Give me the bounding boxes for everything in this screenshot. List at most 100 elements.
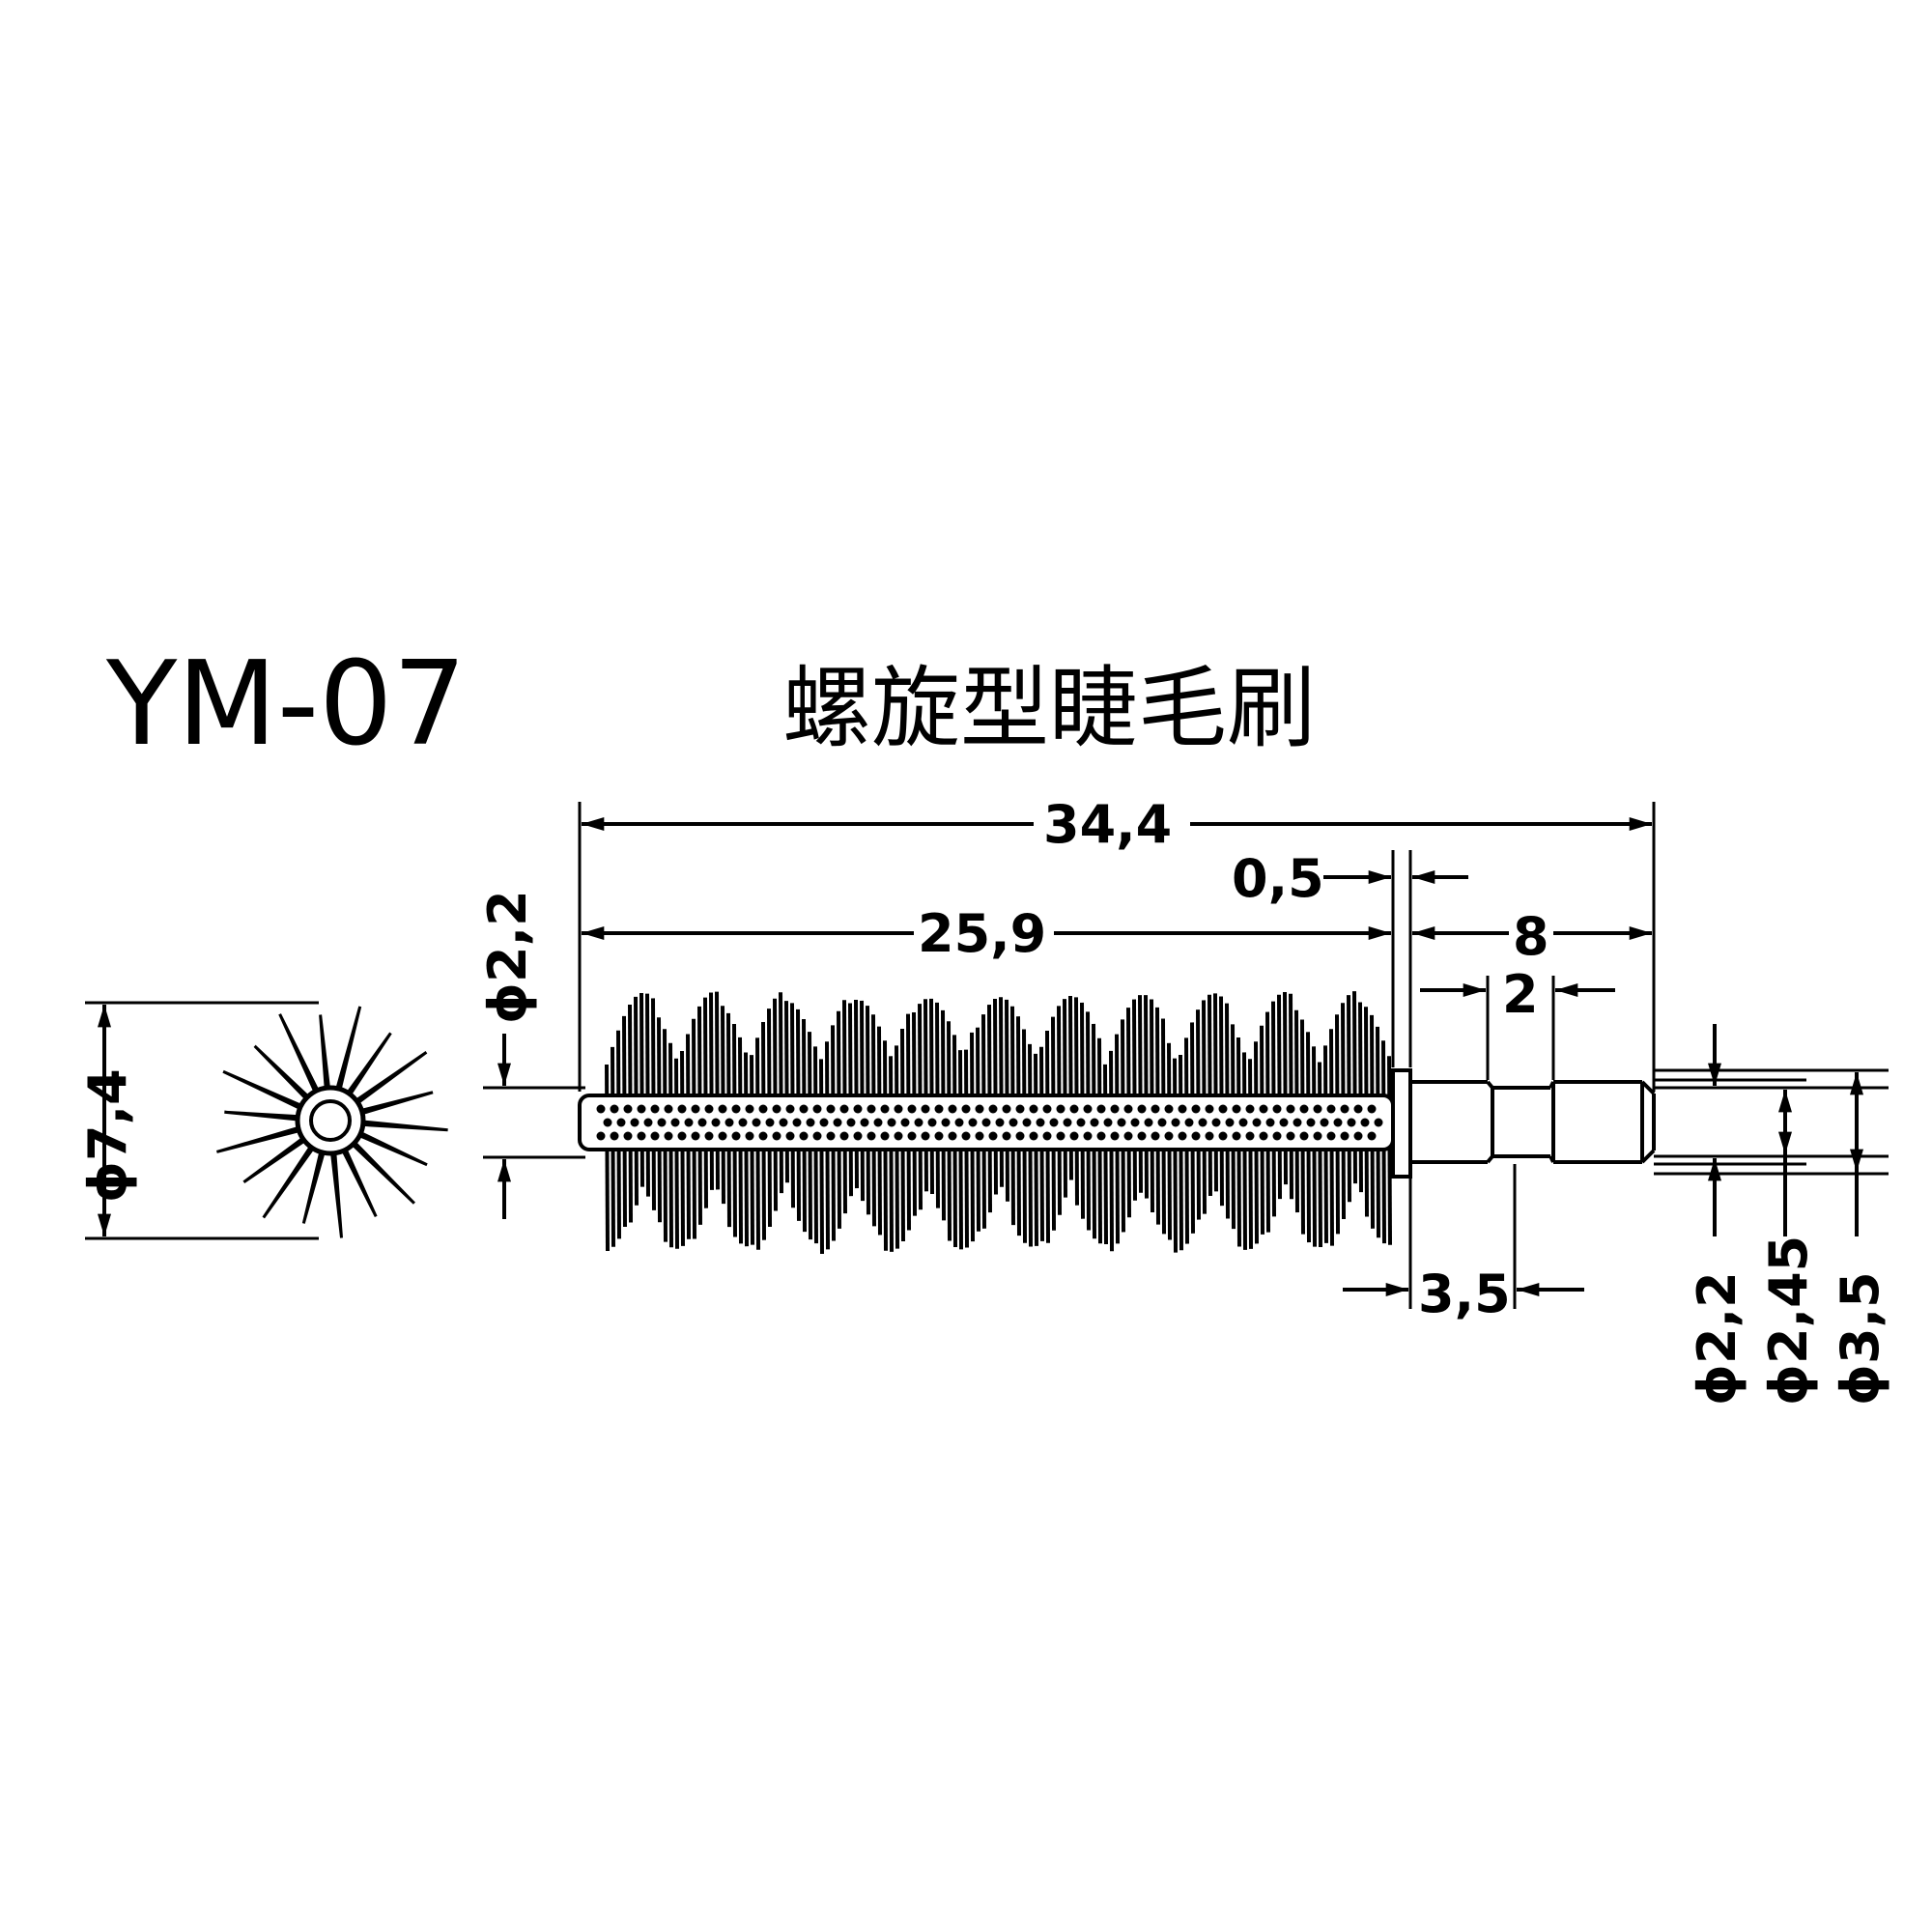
twist-dot — [1110, 1104, 1120, 1114]
twist-dot — [697, 1118, 707, 1127]
twist-dot — [1123, 1104, 1133, 1114]
twist-dot — [1238, 1118, 1248, 1127]
twist-dot — [954, 1118, 964, 1127]
collar-thickness-label: 0,5 — [1232, 848, 1324, 909]
twist-dot — [1191, 1131, 1201, 1141]
twist-dot — [1225, 1118, 1235, 1127]
twist-dot — [907, 1131, 917, 1141]
twist-dot — [1340, 1131, 1350, 1141]
bristle — [674, 1058, 679, 1249]
twist-dot — [1299, 1104, 1309, 1114]
twist-dot — [1367, 1104, 1377, 1114]
twist-dot — [1279, 1118, 1289, 1127]
twist-dot — [894, 1131, 903, 1141]
product-name: 螺旋型睫毛刷 — [782, 657, 1316, 760]
twist-dot — [1178, 1131, 1187, 1141]
twist-dot — [724, 1118, 734, 1127]
twist-dot — [1076, 1118, 1086, 1127]
twist-dot — [745, 1131, 754, 1141]
bristle — [1248, 1059, 1253, 1249]
bristle — [819, 1059, 824, 1254]
twist-dot — [948, 1131, 957, 1141]
twist-dot — [664, 1104, 673, 1114]
core-diameter-label: ϕ2,2 — [477, 890, 538, 1024]
twist-dot — [873, 1118, 883, 1127]
brush-length-label: 25,9 — [918, 903, 1046, 964]
twist-dot — [670, 1118, 680, 1127]
bristle — [889, 1056, 894, 1252]
twist-dot — [1069, 1131, 1079, 1141]
twist-dot — [1313, 1131, 1322, 1141]
twist-dot — [819, 1118, 829, 1127]
twist-dot — [1056, 1104, 1065, 1114]
bristle — [1179, 1055, 1183, 1251]
stem-diameter-b-label: ϕ2,45 — [1758, 1236, 1819, 1406]
twist-dot — [623, 1104, 633, 1114]
twist-dot — [975, 1131, 984, 1141]
twist-dot — [691, 1104, 700, 1114]
twist-dot — [887, 1118, 896, 1127]
twist-dot — [1123, 1131, 1133, 1141]
twist-dot — [1374, 1118, 1383, 1127]
twist-dot — [691, 1131, 700, 1141]
twist-dot — [1164, 1104, 1174, 1114]
groove-width-label: 2 — [1502, 964, 1539, 1025]
bristle — [999, 997, 1004, 1187]
twist-dot — [650, 1104, 660, 1114]
twist-dot — [1096, 1131, 1106, 1141]
twist-dot — [704, 1104, 714, 1114]
bristle — [605, 1064, 610, 1252]
stem-step-label: 3,5 — [1418, 1264, 1511, 1324]
twist-dot — [1313, 1104, 1322, 1114]
twist-dot — [799, 1131, 809, 1141]
twist-dot — [758, 1131, 768, 1141]
twist-dot — [1272, 1104, 1282, 1114]
model-title: YM-07 — [105, 638, 467, 772]
twist-dot — [731, 1104, 741, 1114]
twist-dot — [1056, 1131, 1065, 1141]
twist-dot — [1117, 1118, 1126, 1127]
stem — [1410, 1080, 1656, 1164]
twist-dot — [1063, 1118, 1072, 1127]
twist-dot — [1171, 1118, 1180, 1127]
twist-dot — [1083, 1104, 1093, 1114]
twist-dot — [806, 1118, 815, 1127]
twist-dot — [839, 1131, 849, 1141]
twist-dot — [927, 1118, 937, 1127]
twist-dot — [826, 1131, 836, 1141]
twist-dot — [948, 1104, 957, 1114]
twist-dot — [900, 1118, 910, 1127]
twist-dot — [812, 1104, 822, 1114]
twist-dot — [995, 1118, 1005, 1127]
twist-dot — [1326, 1104, 1336, 1114]
twist-dot — [1272, 1131, 1282, 1141]
twist-dot — [1009, 1118, 1018, 1127]
twist-dot — [1002, 1104, 1011, 1114]
twist-dot — [1340, 1104, 1350, 1114]
twist-dot — [1002, 1131, 1011, 1141]
twist-dot — [752, 1118, 761, 1127]
twist-dot — [718, 1104, 727, 1114]
twist-dot — [596, 1131, 606, 1141]
twist-dot — [914, 1118, 923, 1127]
twist-dot — [1259, 1104, 1268, 1114]
twist-dot — [1144, 1118, 1153, 1127]
brush-diameter-label: ϕ7,4 — [77, 1068, 138, 1203]
twist-dot — [664, 1131, 673, 1141]
twist-dot — [1015, 1131, 1025, 1141]
bristle — [1103, 1064, 1108, 1244]
bristle — [1213, 993, 1218, 1192]
twist-dot — [758, 1104, 768, 1114]
bristle — [1283, 992, 1288, 1185]
twist-dot — [1218, 1131, 1228, 1141]
twist-dot — [745, 1104, 754, 1114]
twist-dot — [1157, 1118, 1167, 1127]
twist-dot — [1347, 1118, 1356, 1127]
twist-dot — [1090, 1118, 1099, 1127]
twist-dot — [1205, 1131, 1214, 1141]
twist-dot — [1245, 1104, 1255, 1114]
bristle — [1173, 1058, 1178, 1253]
twist-dot — [846, 1118, 856, 1127]
twist-dot — [1353, 1131, 1363, 1141]
